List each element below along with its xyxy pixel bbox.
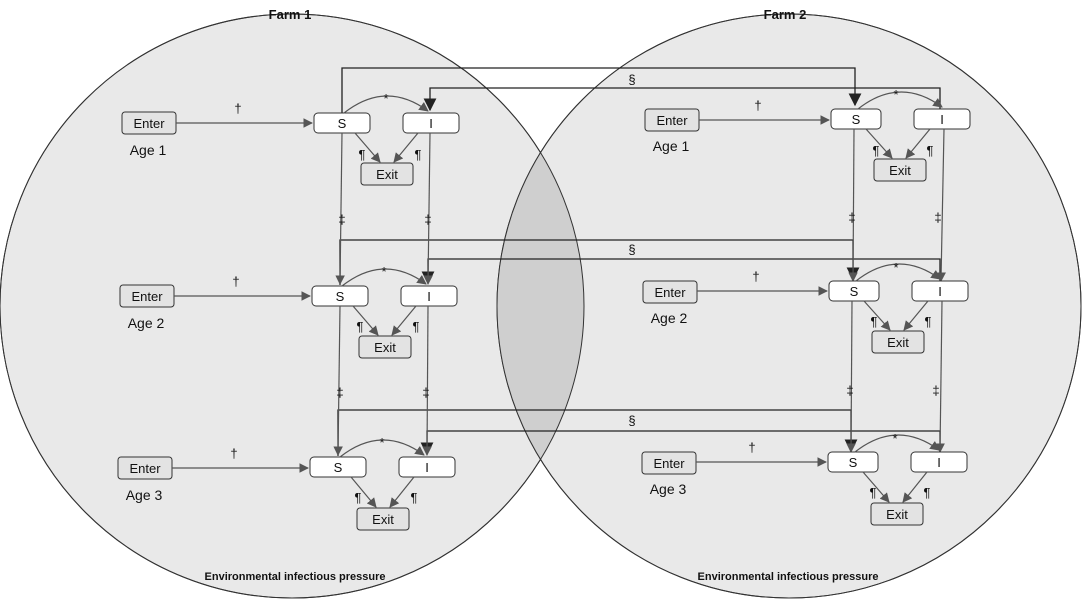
between-farm-symbol-3: § <box>628 413 635 428</box>
enter-label: Enter <box>654 285 686 300</box>
between-farm-symbol-1: § <box>628 72 635 87</box>
exit-box <box>358 335 412 359</box>
susceptible-box <box>828 280 880 302</box>
aging-symbol: ‡ <box>424 212 431 227</box>
infected-label: I <box>429 116 433 131</box>
infected-box <box>910 451 968 473</box>
exit-symbol-i: ¶ <box>927 143 934 158</box>
exit-symbol-i: ¶ <box>415 147 422 162</box>
susceptible-box <box>309 456 367 478</box>
enter-symbol: † <box>234 101 241 116</box>
aging-symbol: ‡ <box>932 383 939 398</box>
infected-box <box>402 112 460 134</box>
exit-symbol-i: ¶ <box>413 319 420 334</box>
exit-symbol-i: ¶ <box>924 485 931 500</box>
age-label: Age 3 <box>126 487 163 503</box>
infected-label: I <box>937 455 941 470</box>
aging-symbol: ‡ <box>848 210 855 225</box>
susceptible-box <box>827 451 879 473</box>
enter-label: Enter <box>653 456 685 471</box>
farm-2-age-3-group: Enter Age 3 † S I * Exit ¶ ¶ <box>641 431 968 526</box>
aging-symbol: ‡ <box>336 385 343 400</box>
infection-symbol: * <box>379 435 384 450</box>
infection-symbol: * <box>383 91 388 106</box>
exit-symbol-s: ¶ <box>871 314 878 329</box>
farm-1-title: Farm 1 <box>269 7 312 22</box>
exit-label: Exit <box>889 163 911 178</box>
susceptible-label: S <box>849 455 858 470</box>
exit-label: Exit <box>886 507 908 522</box>
exit-box <box>873 158 927 182</box>
infected-label: I <box>425 460 429 475</box>
age-label: Age 3 <box>650 481 687 497</box>
age-label: Age 2 <box>651 310 688 326</box>
infection-symbol: * <box>893 87 898 102</box>
aging-symbol: ‡ <box>934 210 941 225</box>
enter-label: Enter <box>129 461 161 476</box>
infected-label: I <box>427 289 431 304</box>
aging-symbol: ‡ <box>846 383 853 398</box>
enter-symbol: † <box>754 98 761 113</box>
exit-symbol-s: ¶ <box>359 147 366 162</box>
enter-box <box>642 280 698 304</box>
enter-symbol: † <box>748 440 755 455</box>
farm-1-age-2-group: Enter Age 2 † S I * Exit ¶ ¶ <box>119 264 458 359</box>
enter-label: Enter <box>133 116 165 131</box>
farm-2-title: Farm 2 <box>764 7 807 22</box>
susceptible-label: S <box>338 116 347 131</box>
infection-symbol: * <box>893 260 898 275</box>
infected-box <box>400 285 458 307</box>
enter-box <box>641 451 697 475</box>
age-label: Age 1 <box>130 142 167 158</box>
exit-box <box>870 502 924 526</box>
farm-2-age-1-group: Enter Age 1 † S I * Exit ¶ ¶ <box>644 87 971 182</box>
exit-label: Exit <box>372 512 394 527</box>
farm-1-environment-label: Environmental infectious pressure <box>205 571 386 583</box>
infected-label: I <box>940 112 944 127</box>
susceptible-label: S <box>852 112 861 127</box>
enter-label: Enter <box>656 113 688 128</box>
enter-symbol: † <box>752 269 759 284</box>
farm-2-circle <box>496 13 1082 599</box>
infection-symbol: * <box>892 431 897 446</box>
susceptible-label: S <box>334 460 343 475</box>
infected-box <box>913 108 971 130</box>
farm-2-environment-label: Environmental infectious pressure <box>698 571 879 583</box>
susceptible-box <box>830 108 882 130</box>
age-label: Age 2 <box>128 315 165 331</box>
susceptible-label: S <box>336 289 345 304</box>
aging-symbol: ‡ <box>338 212 345 227</box>
enter-label: Enter <box>131 289 163 304</box>
farm-2-age-2-group: Enter Age 2 † S I * Exit ¶ ¶ <box>642 260 969 354</box>
age-label: Age 1 <box>653 138 690 154</box>
exit-symbol-s: ¶ <box>355 490 362 505</box>
infected-box <box>911 280 969 302</box>
enter-symbol: † <box>232 274 239 289</box>
exit-symbol-s: ¶ <box>357 319 364 334</box>
exit-symbol-i: ¶ <box>925 314 932 329</box>
farm-1-age-1-group: Enter Age 1 † S I * Exit ¶ ¶ <box>121 91 460 186</box>
aging-symbol: ‡ <box>422 385 429 400</box>
exit-label: Exit <box>376 167 398 182</box>
enter-symbol: † <box>230 446 237 461</box>
exit-box <box>356 507 410 531</box>
farm-1-circle <box>0 13 585 599</box>
exit-symbol-s: ¶ <box>873 143 880 158</box>
susceptible-label: S <box>850 284 859 299</box>
between-farm-symbol-2: § <box>628 242 635 257</box>
exit-symbol-s: ¶ <box>870 485 877 500</box>
exit-box <box>360 162 414 186</box>
exit-symbol-i: ¶ <box>411 490 418 505</box>
infected-label: I <box>938 284 942 299</box>
infected-box <box>398 456 456 478</box>
exit-box <box>871 330 925 354</box>
exit-label: Exit <box>887 335 909 350</box>
infection-symbol: * <box>381 264 386 279</box>
farm-1-age-3-group: Enter Age 3 † S I * Exit ¶ ¶ <box>117 435 456 531</box>
exit-label: Exit <box>374 340 396 355</box>
